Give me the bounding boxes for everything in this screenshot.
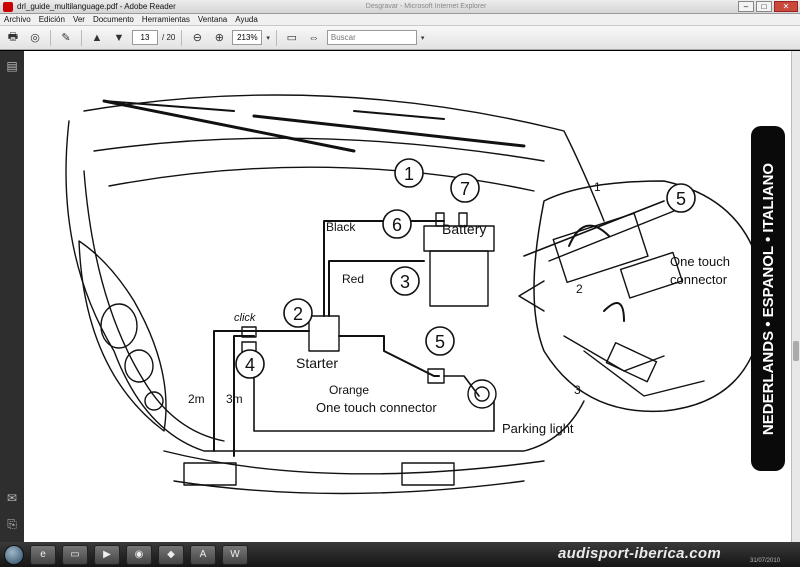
next-page-icon[interactable]: ▼	[113, 31, 125, 44]
label-3m: 3m	[226, 392, 243, 406]
label-2m: 2m	[188, 392, 205, 406]
background-window-title: Desgravar - Microsoft Internet Explorer	[365, 3, 487, 10]
inset-step-2: 2	[576, 282, 583, 296]
watermark-text: audisport-iberica.com	[558, 545, 722, 562]
zoom-input[interactable]	[232, 30, 263, 45]
page-total: / 20	[162, 33, 176, 42]
label-black: Black	[326, 220, 356, 234]
tray-date: 31/07/2010	[750, 558, 781, 564]
menu-herramientas[interactable]: Herramientas	[141, 15, 190, 24]
toolbar: 🖶 ◎ ✎ ▲ ▼ / 20 ⊖ ⊕ ▾ ▭ ⇔ ▾	[0, 26, 800, 50]
firefox-icon[interactable]: ◉	[126, 544, 152, 565]
start-button[interactable]	[4, 544, 24, 565]
inset-label-one-touch: One touch	[670, 254, 730, 269]
page-number-input[interactable]	[132, 30, 158, 45]
menu-ventana[interactable]: Ventana	[197, 15, 228, 24]
toolbar-separator	[181, 29, 183, 46]
menu-documento[interactable]: Documento	[92, 15, 134, 24]
callout-5: 5	[435, 332, 445, 352]
document-view[interactable]: 1 2 3 4 5 6 7 5 Black Red Battery Starte…	[24, 51, 791, 542]
window-title: drl_guide_multilanguage.pdf - Adobe Read…	[17, 2, 176, 11]
menu-ver[interactable]: Ver	[72, 15, 85, 24]
toolbar-separator	[50, 29, 51, 46]
zoom-dropdown-icon[interactable]: ▾	[266, 34, 270, 42]
attachments-panel-icon[interactable]: ⎘	[7, 517, 17, 531]
title-bar: drl_guide_multilanguage.pdf - Adobe Read…	[0, 0, 800, 14]
vertical-scrollbar[interactable]	[791, 51, 800, 542]
maximize-button[interactable]: □	[756, 1, 772, 12]
callout-3: 3	[400, 272, 410, 292]
internet-explorer-icon[interactable]: e	[30, 544, 56, 565]
word-icon[interactable]: W	[222, 544, 248, 565]
fit-page-icon[interactable]: ▭	[286, 32, 298, 44]
menu-ayuda[interactable]: Ayuda	[235, 15, 258, 24]
adobe-reader-icon	[3, 1, 13, 12]
scrollbar-thumb[interactable]	[793, 341, 799, 361]
label-red: Red	[342, 272, 364, 286]
pages-panel-icon[interactable]: ▤	[6, 59, 18, 73]
folder-icon[interactable]: ▭	[62, 544, 88, 565]
menu-edicion[interactable]: Edición	[38, 15, 65, 24]
callout-6: 6	[392, 215, 402, 235]
label-one-touch-connector: One touch connector	[316, 400, 437, 415]
inset-step-1: 1	[594, 180, 601, 194]
callout-1: 1	[404, 164, 414, 184]
toolbar-separator	[275, 29, 277, 46]
wiring-diagram: 1 2 3 4 5 6 7 5 Black Red Battery Starte…	[65, 94, 785, 495]
comments-panel-icon[interactable]: ✉	[6, 491, 18, 505]
label-click: click	[234, 312, 256, 324]
car-hood-outline	[83, 94, 605, 222]
menu-bar: Archivo Edición Ver Documento Herramient…	[0, 14, 800, 26]
zoom-in-icon[interactable]: ⊕	[214, 32, 224, 44]
language-side-tab	[751, 126, 785, 471]
inset-callout-5: 5	[676, 189, 686, 209]
minimize-button[interactable]: –	[738, 1, 754, 12]
label-battery: Battery	[442, 221, 486, 237]
inset-label-connector: connector	[670, 272, 728, 287]
search-dropdown-icon[interactable]: ▾	[420, 34, 425, 42]
label-parking-light: Parking light	[502, 421, 574, 436]
callout-4: 4	[245, 355, 255, 375]
menu-archivo[interactable]: Archivo	[4, 15, 31, 24]
media-player-icon[interactable]: ▶	[94, 544, 120, 565]
comment-icon[interactable]: ✎	[61, 32, 71, 44]
print-icon[interactable]: 🖶	[7, 31, 19, 43]
callout-7: 7	[460, 179, 470, 199]
adobe-reader-task-icon[interactable]: A	[190, 544, 216, 565]
callout-2: 2	[293, 304, 303, 324]
toolbar-separator	[81, 29, 82, 46]
window-controls: – □ ✕	[738, 1, 798, 12]
label-orange: Orange	[329, 383, 369, 397]
inset-step-3: 3	[574, 383, 581, 397]
navigation-panel: ▤ ✉ ⎘	[0, 51, 24, 542]
app-icon[interactable]: ◆	[158, 544, 184, 565]
language-tab-text: NEDERLANDS • ESPANOL • ITALIANO	[760, 163, 777, 436]
previous-page-icon[interactable]: ▲	[91, 31, 103, 44]
collaborate-icon[interactable]: ◎	[30, 32, 40, 44]
close-button[interactable]: ✕	[774, 1, 798, 12]
search-input[interactable]	[326, 30, 417, 45]
zoom-out-icon[interactable]: ⊖	[192, 32, 202, 44]
fit-width-icon[interactable]: ⇔	[308, 31, 320, 44]
taskbar: e ▭ ▶ ◉ ◆ A W	[0, 542, 800, 567]
label-starter: Starter	[296, 355, 338, 371]
